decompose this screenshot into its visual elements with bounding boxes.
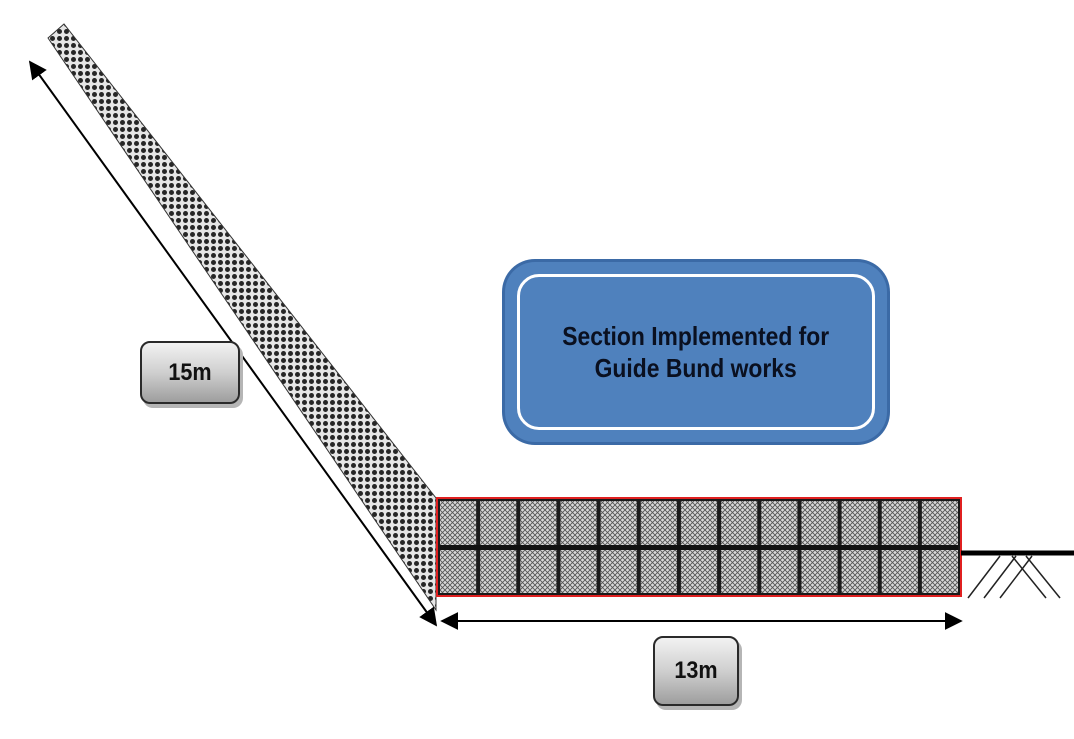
apron-block <box>440 549 477 593</box>
section-title-frame: Section Implemented for Guide Bund works <box>517 274 875 430</box>
slope-length-label: 15m <box>140 341 240 404</box>
apron-block <box>881 549 918 593</box>
apron-block <box>721 501 758 545</box>
apron-block <box>680 549 718 593</box>
apron-block <box>520 501 557 545</box>
apron-length-label: 13m <box>653 636 739 706</box>
apron-row-separator <box>440 545 958 550</box>
apron-block <box>841 549 878 593</box>
apron-block <box>841 501 878 545</box>
slope-stone-pitching <box>47 23 437 612</box>
ground-hatch <box>967 555 1061 599</box>
apron-block <box>761 501 798 545</box>
apron-block <box>640 501 677 545</box>
apron-block <box>560 549 597 593</box>
apron-block <box>921 549 958 593</box>
section-title: Section Implemented for Guide Bund works <box>563 320 830 384</box>
apron-block <box>921 501 958 545</box>
apron-block <box>801 549 838 593</box>
apron-block <box>480 501 517 545</box>
apron-block <box>761 549 798 593</box>
apron-block <box>440 501 477 545</box>
apron-block <box>600 549 637 593</box>
apron-length-text: 13m <box>674 657 718 684</box>
apron-block <box>640 549 677 593</box>
apron-block <box>801 501 838 545</box>
section-title-box: Section Implemented for Guide Bund works <box>505 262 887 442</box>
apron-block <box>520 549 557 593</box>
apron-block <box>721 549 758 593</box>
apron-block <box>600 501 637 545</box>
apron-block <box>480 549 517 593</box>
apron-block <box>680 501 718 545</box>
launching-apron <box>436 497 962 597</box>
section-title-line-2: Guide Bund works <box>594 353 798 383</box>
apron-outline-border <box>436 497 962 597</box>
slope-length-text: 15m <box>168 358 212 386</box>
apron-block <box>881 501 918 545</box>
section-title-line-1: Section Implemented for <box>562 321 830 351</box>
apron-block <box>560 501 597 545</box>
